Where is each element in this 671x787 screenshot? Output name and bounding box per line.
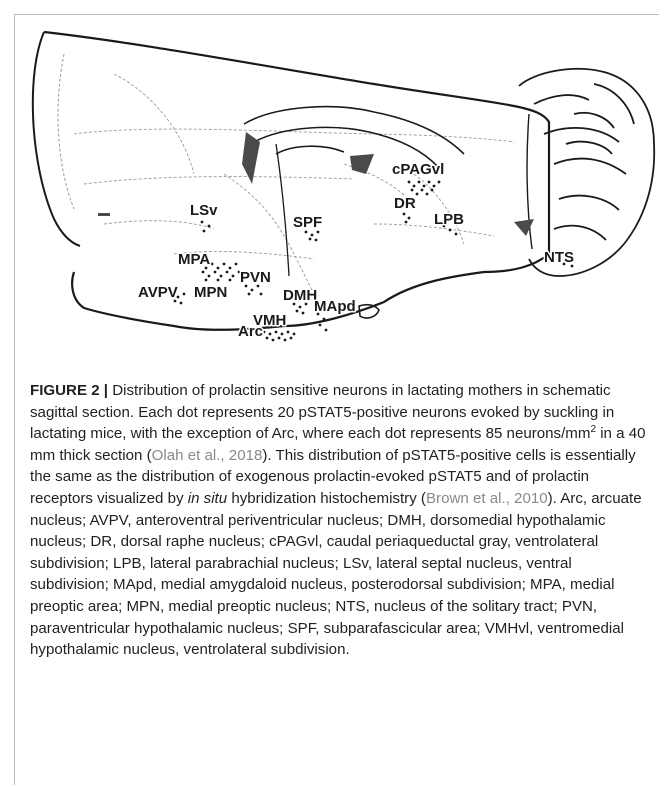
cortex-inner-dashed [58,54,74,209]
label-cpagvl: cPAGvl [392,161,444,178]
label-nts: NTS [544,249,574,266]
label-spf: SPF [293,214,322,231]
ventricle-4 [514,219,534,236]
sagittal-section-figure: cPAGvl DR LPB NTS LSv SPF MPA PVN DMH AV… [14,14,659,374]
cerebellum-drawing [519,69,654,276]
olfactory-bulb-outline [33,32,80,246]
label-dr: DR [394,195,416,212]
label-lpb: LPB [434,211,464,228]
label-dmh: DMH [283,287,317,304]
caption-text-4: hybridization histochemistry ( [227,490,426,507]
ventricle-2 [350,154,374,174]
fornix-line [276,144,289,276]
olfactory-tract-mark [98,213,110,216]
figure-caption: FIGURE 2 | Distribution of prolactin sen… [30,380,648,661]
caption-paragraph: FIGURE 2 | Distribution of prolactin sen… [30,380,648,661]
label-arc: Arc [238,323,263,340]
caption-italic: in situ [188,490,227,507]
label-mapd: MApd [314,298,356,315]
figure-label: FIGURE 2 | [30,382,108,399]
caption-text-1: Distribution of prolactin sensitive neur… [30,382,614,442]
brain-schematic: cPAGvl DR LPB NTS LSv SPF MPA PVN DMH AV… [14,14,659,374]
label-mpn: MPN [194,284,227,301]
label-avpv: AVPV [138,284,178,301]
caption-text-5: ). Arc, arcuate nucleus; AVPV, anteroven… [30,490,642,658]
label-lsv: LSv [190,202,218,219]
label-pvn: PVN [240,269,271,286]
citation-link-brown[interactable]: Brown et al., 2010 [426,490,548,507]
label-mpa: MPA [178,251,210,268]
citation-link-olah[interactable]: Olah et al., 2018 [152,447,263,464]
